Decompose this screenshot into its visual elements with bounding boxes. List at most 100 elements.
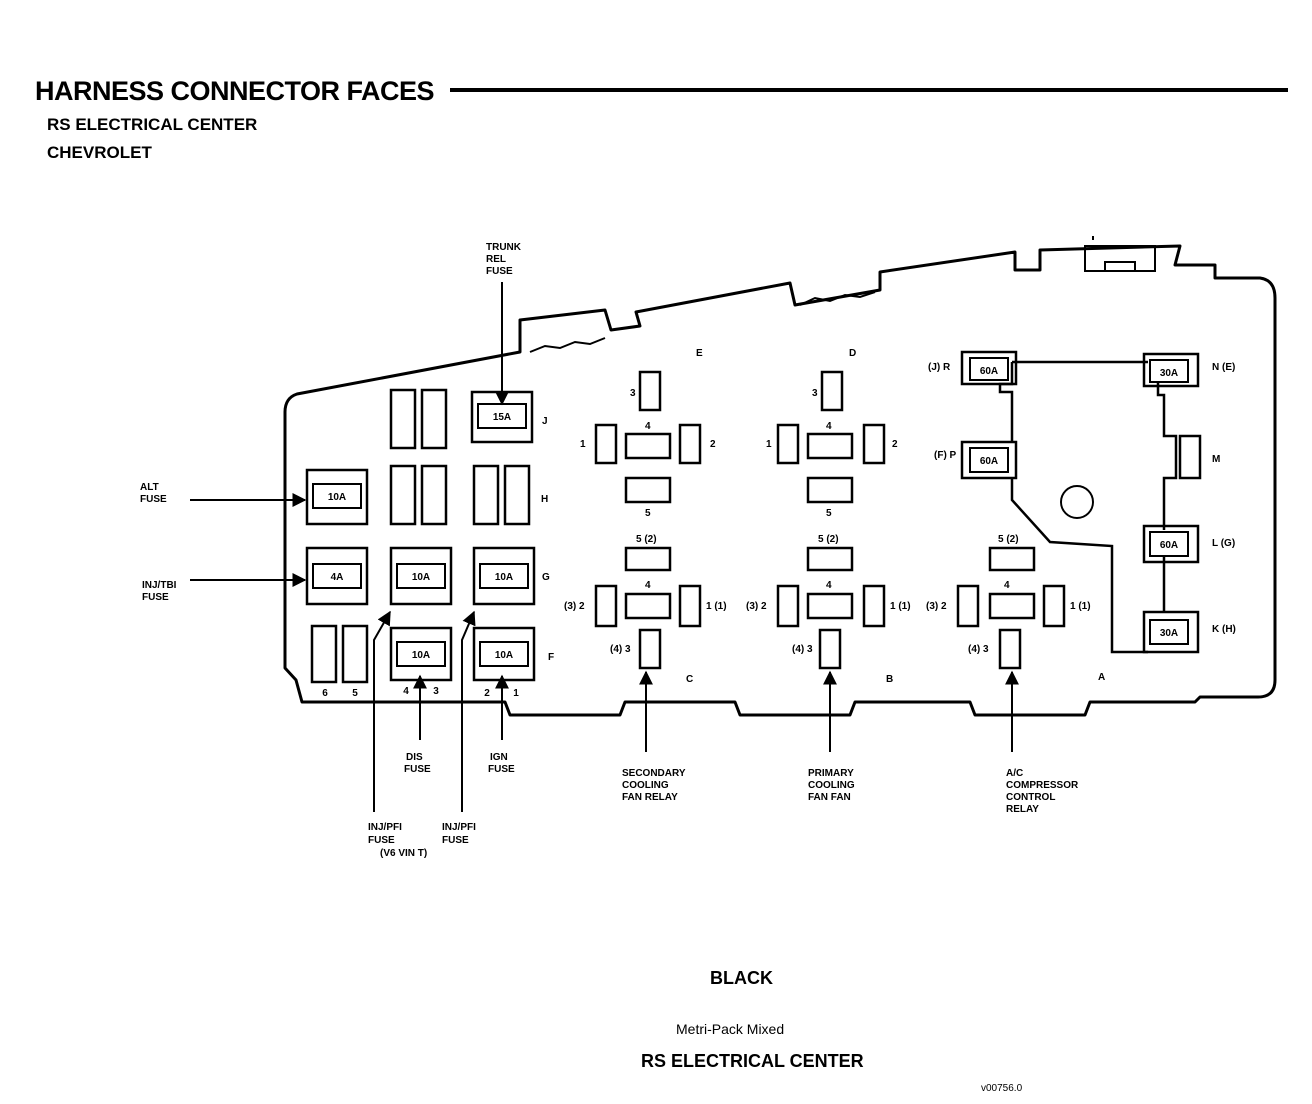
callout-trunk-3: FUSE	[486, 266, 513, 277]
callout-ac-2: COMPRESSOR	[1006, 780, 1079, 791]
label-j-r: (J) R	[928, 362, 951, 373]
d-pin-4: 4	[826, 421, 832, 432]
callout-ign-1: IGN	[490, 752, 508, 763]
housing-outline	[283, 244, 1277, 717]
b-pin-3-2: (3) 2	[746, 601, 767, 612]
maxi-fuse-n-label: 30A	[1160, 368, 1178, 379]
c-pin-4: 4	[645, 580, 651, 591]
e-pin-2: 2	[710, 439, 716, 450]
fuse-trunk-label: 15A	[493, 412, 511, 423]
b-pin-4-3: (4) 3	[792, 644, 813, 655]
fuse-g-mid	[389, 546, 453, 606]
e-pin-5: 5	[645, 508, 651, 519]
arrow-injpfi-v6	[373, 610, 391, 812]
maxi-block-outline	[998, 360, 1178, 654]
maxi-fuse-p-label: 60A	[980, 456, 998, 467]
maxi-fuse-r-label: 60A	[980, 366, 998, 377]
d-pin-1: 1	[766, 439, 772, 450]
fuse-inj-tbi	[305, 546, 369, 606]
fuse-inj-tbi-label: 4A	[331, 572, 344, 583]
fuse-alt-label: 10A	[328, 492, 346, 503]
b-pin-4: 4	[826, 580, 832, 591]
relay-cavity-c	[594, 546, 702, 670]
callout-inj-tbi-1: INJ/TBI	[142, 580, 177, 591]
fuse-g-mid-label: 10A	[412, 572, 430, 583]
maxi-fuse-l	[1142, 524, 1200, 564]
callout-alt-2: FUSE	[140, 494, 167, 505]
page-title: HARNESS CONNECTOR FACES	[35, 76, 435, 106]
footer-color: BLACK	[710, 968, 773, 988]
latch-2	[799, 291, 876, 306]
callout-trunk-2: REL	[486, 254, 506, 265]
callout-inj-tbi-2: FUSE	[142, 592, 169, 603]
fuse-alt	[305, 468, 369, 526]
row-letter-h: H	[541, 494, 548, 505]
title-rule	[450, 88, 1288, 92]
callout-ac-4: RELAY	[1006, 804, 1039, 815]
footer-code: v00756.0	[981, 1083, 1023, 1094]
row-letter-f: F	[548, 652, 554, 663]
maxi-fuse-r	[960, 350, 1018, 386]
pin-6: 6	[322, 688, 328, 699]
callout-ac-1: A/C	[1006, 768, 1023, 779]
callout-primary-3: FAN FAN	[808, 792, 851, 803]
section-a: A	[1098, 672, 1105, 683]
e-pin-3: 3	[630, 388, 636, 399]
fuse-dis-label: 10A	[412, 650, 430, 661]
a-pin-5-2: 5 (2)	[998, 534, 1019, 545]
pin-2: 2	[484, 688, 490, 699]
callout-injpfi-2: FUSE	[442, 835, 469, 846]
d-pin-3: 3	[812, 388, 818, 399]
latch-3	[1084, 245, 1156, 272]
pin-4: 4	[403, 686, 409, 697]
pin-1: 1	[513, 688, 519, 699]
row-letter-j: J	[542, 416, 548, 427]
c-pin-3-2: (3) 2	[564, 601, 585, 612]
callout-dis-2: FUSE	[404, 764, 431, 775]
d-pin-2: 2	[892, 439, 898, 450]
page-subtitle-make: CHEVROLET	[47, 143, 152, 162]
b-pin-1-1: 1 (1)	[890, 601, 911, 612]
footer-name: RS ELECTRICAL CENTER	[641, 1051, 864, 1071]
label-f-p: (F) P	[934, 450, 957, 461]
row-letter-g: G	[542, 572, 550, 583]
callout-injpfi-v6-1: INJ/PFI	[368, 822, 402, 833]
mounting-hole	[1060, 485, 1094, 519]
fuse-ign-label: 10A	[495, 650, 513, 661]
footer-type: Metri-Pack Mixed	[676, 1021, 785, 1037]
c-pin-4-3: (4) 3	[610, 644, 631, 655]
b-pin-5-2: 5 (2)	[818, 534, 839, 545]
relay-cavity-a	[956, 546, 1066, 670]
callout-secondary-2: COOLING	[622, 780, 669, 791]
maxi-fuse-l-label: 60A	[1160, 540, 1178, 551]
relay-cavity-b	[776, 546, 886, 670]
latch-1	[529, 337, 606, 353]
callout-secondary-3: FAN RELAY	[622, 792, 678, 803]
label-k-h: K (H)	[1212, 624, 1236, 635]
d-pin-5: 5	[826, 508, 832, 519]
e-pin-4: 4	[645, 421, 651, 432]
fuse-g-right-label: 10A	[495, 572, 513, 583]
callout-primary-1: PRIMARY	[808, 768, 854, 779]
pin-3: 3	[433, 686, 439, 697]
section-c: C	[686, 674, 693, 685]
callout-injpfi-v6-3: (V6 VIN T)	[380, 848, 427, 859]
callout-trunk-1: TRUNK	[486, 242, 522, 253]
callout-primary-2: COOLING	[808, 780, 855, 791]
relay-cavity-d	[776, 370, 886, 504]
callout-injpfi-1: INJ/PFI	[442, 822, 476, 833]
callout-ac-3: CONTROL	[1006, 792, 1055, 803]
callout-dis-1: DIS	[406, 752, 423, 763]
label-n-e: N (E)	[1212, 362, 1235, 373]
section-b: B	[886, 674, 893, 685]
callout-ign-2: FUSE	[488, 764, 515, 775]
a-pin-4: 4	[1004, 580, 1010, 591]
maxi-fuse-k	[1142, 610, 1200, 654]
callout-alt-1: ALT	[140, 482, 159, 493]
c-pin-5-2: 5 (2)	[636, 534, 657, 545]
maxi-fuse-n	[1142, 352, 1200, 388]
maxi-fuse-k-label: 30A	[1160, 628, 1178, 639]
c-pin-1-1: 1 (1)	[706, 601, 727, 612]
label-m: M	[1212, 454, 1220, 465]
label-l-g: L (G)	[1212, 538, 1235, 549]
